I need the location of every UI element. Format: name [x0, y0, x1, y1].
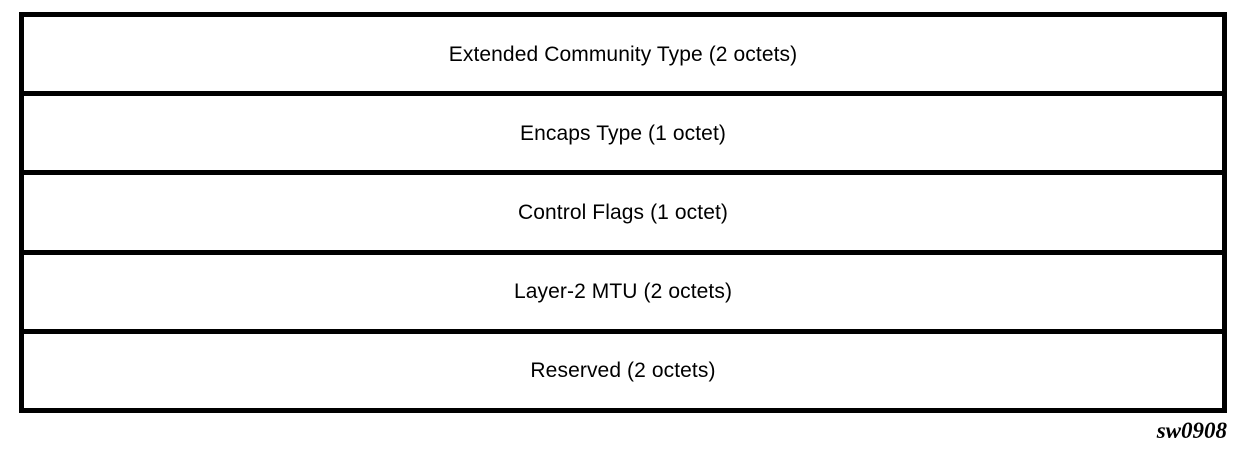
- packet-field-label: Encaps Type (1 octet): [520, 121, 726, 145]
- figure-reference-code: sw0908: [1156, 418, 1227, 443]
- packet-field-row-layer-2-mtu: Layer-2 MTU (2 octets): [24, 254, 1222, 334]
- packet-field-label: Reserved (2 octets): [530, 359, 716, 383]
- packet-field-row-reserved: Reserved (2 octets): [24, 333, 1222, 409]
- packet-field-label: Control Flags (1 octet): [517, 200, 729, 224]
- packet-field-label: Extended Community Type (2 octets): [448, 42, 798, 66]
- packet-field-row-encaps-type: Encaps Type (1 octet): [24, 96, 1222, 176]
- packet-field-table: Extended Community Type (2 octets) Encap…: [19, 12, 1227, 413]
- packet-field-label: Layer-2 MTU (2 octets): [513, 280, 733, 304]
- packet-field-row-extended-community-type: Extended Community Type (2 octets): [24, 17, 1222, 97]
- packet-field-row-control-flags: Control Flags (1 octet): [24, 175, 1222, 255]
